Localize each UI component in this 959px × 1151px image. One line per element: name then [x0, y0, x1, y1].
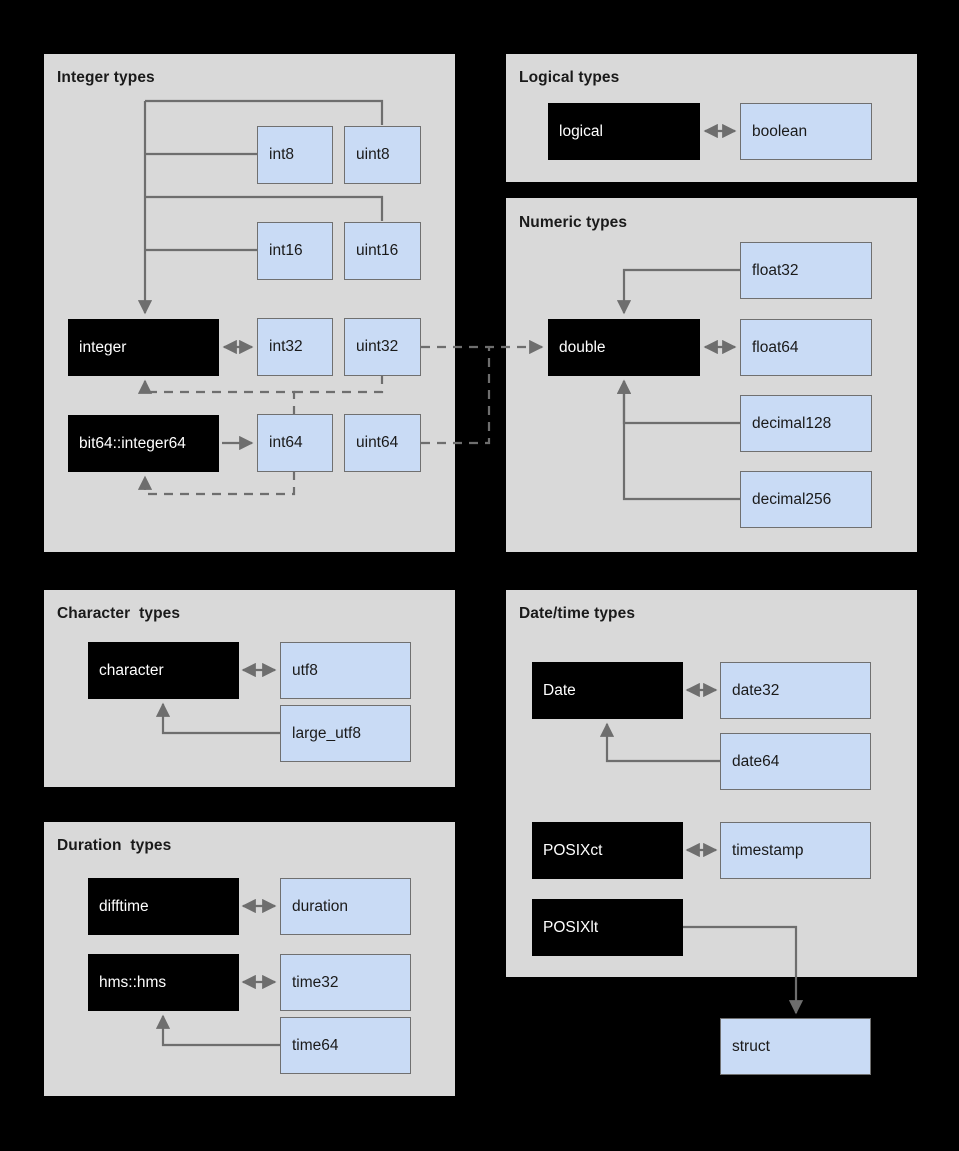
node-logical[interactable]: logical: [548, 103, 700, 160]
node-decimal128[interactable]: decimal128: [740, 395, 872, 452]
node-int64[interactable]: int64: [257, 414, 333, 472]
node-label: integer: [79, 338, 127, 356]
node-float64[interactable]: float64: [740, 319, 872, 376]
node-label: uint8: [356, 146, 390, 163]
node-struct[interactable]: struct: [720, 1018, 871, 1075]
node-utf8[interactable]: utf8: [280, 642, 411, 699]
node-label: character: [99, 661, 164, 679]
node-posixlt[interactable]: POSIXlt: [532, 899, 683, 956]
node-date64[interactable]: date64: [720, 733, 871, 790]
node-label: float64: [752, 338, 799, 356]
node-label: uint16: [356, 242, 399, 259]
node-uint64[interactable]: uint64: [344, 414, 421, 472]
node-label: time64: [292, 1036, 339, 1054]
node-label: int8: [269, 146, 294, 163]
node-integer[interactable]: integer: [68, 319, 219, 376]
node-label: decimal128: [752, 414, 832, 432]
node-boolean[interactable]: boolean: [740, 103, 872, 160]
node-double[interactable]: double: [548, 319, 700, 376]
node-label: struct: [732, 1037, 770, 1055]
panel-title-datetime-types: Date/time types: [519, 605, 636, 622]
panel-title-logical-types: Logical types: [519, 69, 620, 86]
node-label: double: [559, 338, 606, 356]
node-uint8[interactable]: uint8: [344, 126, 421, 184]
node-uint16[interactable]: uint16: [344, 222, 421, 280]
node-timestamp[interactable]: timestamp: [720, 822, 871, 879]
node-label: difftime: [99, 897, 149, 915]
node-label: int32: [269, 338, 303, 355]
node-label: timestamp: [732, 841, 804, 859]
panel-title-character-types: Character types: [57, 605, 181, 622]
node-decimal256[interactable]: decimal256: [740, 471, 872, 528]
panel-title-duration-types: Duration types: [57, 837, 172, 854]
node-uint32[interactable]: uint32: [344, 318, 421, 376]
node-label: date32: [732, 681, 780, 699]
node-label: decimal256: [752, 490, 832, 508]
node-character[interactable]: character: [88, 642, 239, 699]
node-int16[interactable]: int16: [257, 222, 333, 280]
node-date32[interactable]: date32: [720, 662, 871, 719]
node-date[interactable]: Date: [532, 662, 683, 719]
node-label: float32: [752, 261, 799, 279]
node-duration[interactable]: duration: [280, 878, 411, 935]
node-label: uint32: [356, 338, 399, 355]
node-hms-hms[interactable]: hms::hms: [88, 954, 239, 1011]
node-label: Date: [543, 681, 576, 699]
node-label: large_utf8: [292, 724, 361, 742]
node-label: logical: [559, 122, 603, 140]
node-time32[interactable]: time32: [280, 954, 411, 1011]
node-label: boolean: [752, 122, 808, 140]
panel-title-numeric-types: Numeric types: [519, 214, 628, 231]
node-label: uint64: [356, 434, 399, 451]
node-large-utf8[interactable]: large_utf8: [280, 705, 411, 762]
node-int8[interactable]: int8: [257, 126, 333, 184]
node-label: POSIXct: [543, 841, 603, 859]
node-difftime[interactable]: difftime: [88, 878, 239, 935]
node-label: utf8: [292, 661, 318, 679]
node-bit64-integer64[interactable]: bit64::integer64: [68, 415, 219, 472]
node-label: duration: [292, 897, 349, 915]
node-time64[interactable]: time64: [280, 1017, 411, 1074]
node-label: time32: [292, 973, 339, 991]
node-posixct[interactable]: POSIXct: [532, 822, 683, 879]
node-label: hms::hms: [99, 973, 167, 991]
node-label: bit64::integer64: [79, 434, 186, 452]
node-label: int64: [269, 434, 303, 451]
node-label: date64: [732, 752, 780, 770]
node-label: int16: [269, 242, 303, 259]
node-int32[interactable]: int32: [257, 318, 333, 376]
node-label: POSIXlt: [543, 918, 599, 936]
node-float32[interactable]: float32: [740, 242, 872, 299]
panel-title-integer-types: Integer types: [57, 69, 155, 86]
